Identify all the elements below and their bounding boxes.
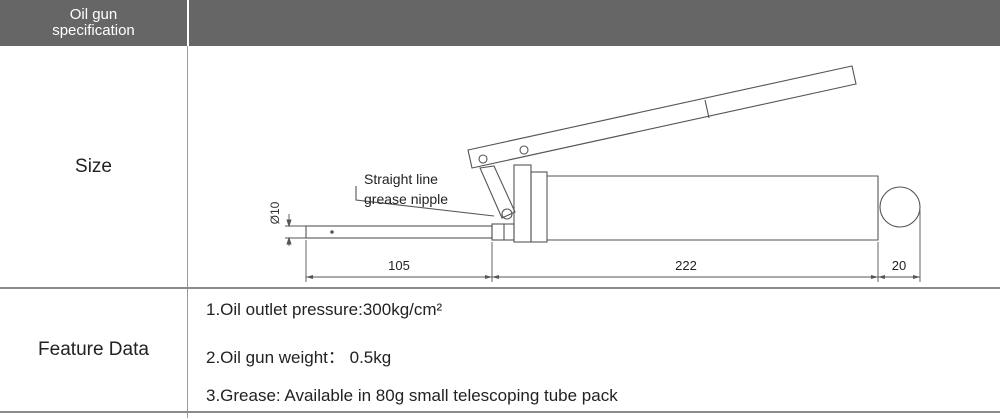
diameter-label: Ø10 [268, 201, 282, 224]
link-pin [501, 208, 513, 220]
end-cap [879, 186, 921, 228]
size-row-label: Size [75, 155, 112, 177]
oil-gun-drawing: Ø10 Straight line grease nipple 105 222 … [268, 65, 921, 282]
row-divider [0, 287, 1000, 289]
handle-lever [467, 65, 857, 169]
length-dimensions [305, 210, 921, 282]
feature-item-pressure: 1.Oil outlet pressure:300kg/cm² [206, 300, 443, 319]
pivot-pin [519, 145, 529, 155]
link-arm [479, 165, 516, 219]
header-divider [187, 0, 189, 46]
dimension-barrel-label: 222 [675, 258, 697, 273]
nipple-label-line1: Straight line [364, 171, 438, 187]
callout-leader [355, 186, 495, 217]
feature-item-weight: 2.Oil gun weight： 0.5kg [206, 348, 392, 367]
column-divider [187, 46, 188, 418]
feature-item-grease: 3.Grease: Available in 80g small telesco… [206, 386, 618, 405]
dimension-nozzle-label: 105 [388, 258, 410, 273]
header-title: Oil gun specification [52, 6, 135, 39]
pivot-pin [478, 154, 488, 164]
nipple-label-line2: grease nipple [364, 191, 448, 207]
nozzle-tube [305, 225, 493, 239]
diameter-dimension [285, 214, 306, 246]
dimension-cap-label: 20 [892, 258, 906, 273]
table-bottom-border [0, 411, 1000, 413]
pump-head [513, 164, 532, 243]
feature-row-label: Feature Data [38, 339, 149, 360]
table-header: Oil gun specification [0, 0, 1000, 46]
barrel-body [547, 175, 879, 241]
